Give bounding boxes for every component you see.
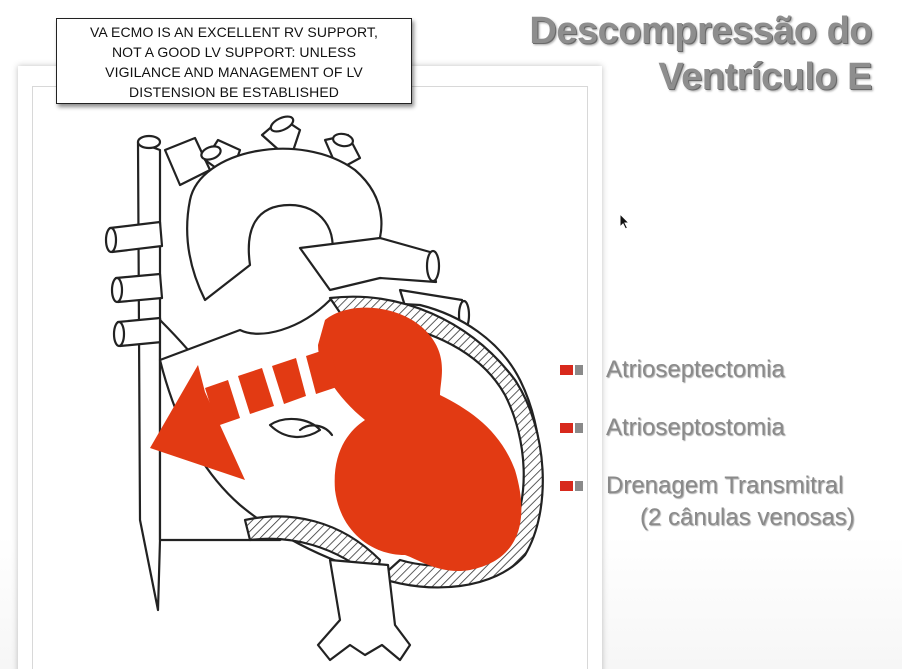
- bullet-text: Atrioseptostomia: [606, 414, 785, 441]
- note-line: VA ECMO IS AN EXCELLENT RV SUPPORT,: [89, 24, 378, 40]
- slide-title-line-1: Descompressão do: [529, 10, 872, 52]
- bullet-text: Drenagem Transmitral: [606, 472, 844, 499]
- superior-vena-cava: [136, 140, 162, 612]
- pulmonary-artery: [298, 236, 438, 292]
- distended-left-ventricle: [318, 307, 522, 572]
- decompression-flow-arrow: [150, 348, 340, 480]
- aortic-arch: [186, 147, 383, 302]
- list-item: Atrioseptectomia: [560, 352, 900, 410]
- mouse-pointer-icon: [619, 213, 631, 230]
- slide-title: Descompressão do Ventrículo E: [529, 8, 872, 100]
- bullet-square-icon: [560, 481, 583, 491]
- slide-title-line-2: Ventrículo E: [658, 56, 872, 98]
- descending-aorta: [316, 558, 412, 662]
- bullet-subtext: (2 cânulas venosas): [640, 504, 855, 531]
- note-line: NOT A GOOD LV SUPPORT: UNLESS: [111, 44, 357, 60]
- bullet-list: Atrioseptectomia Atrioseptostomia Drenag…: [560, 352, 900, 531]
- note-box: VA ECMO IS AN EXCELLENT RV SUPPORT, NOT …: [56, 18, 412, 104]
- bullet-square-icon: [560, 365, 583, 375]
- bullet-square-icon: [560, 423, 583, 433]
- bullet-text: Atrioseptectomia: [606, 356, 785, 383]
- note-line: DISTENSION BE ESTABLISHED: [129, 84, 339, 100]
- list-item: Drenagem Transmitral (2 cânulas venosas): [560, 468, 900, 531]
- list-item: Atrioseptostomia: [560, 410, 900, 468]
- note-line: VIGILANCE AND MANAGEMENT OF LV: [105, 64, 363, 80]
